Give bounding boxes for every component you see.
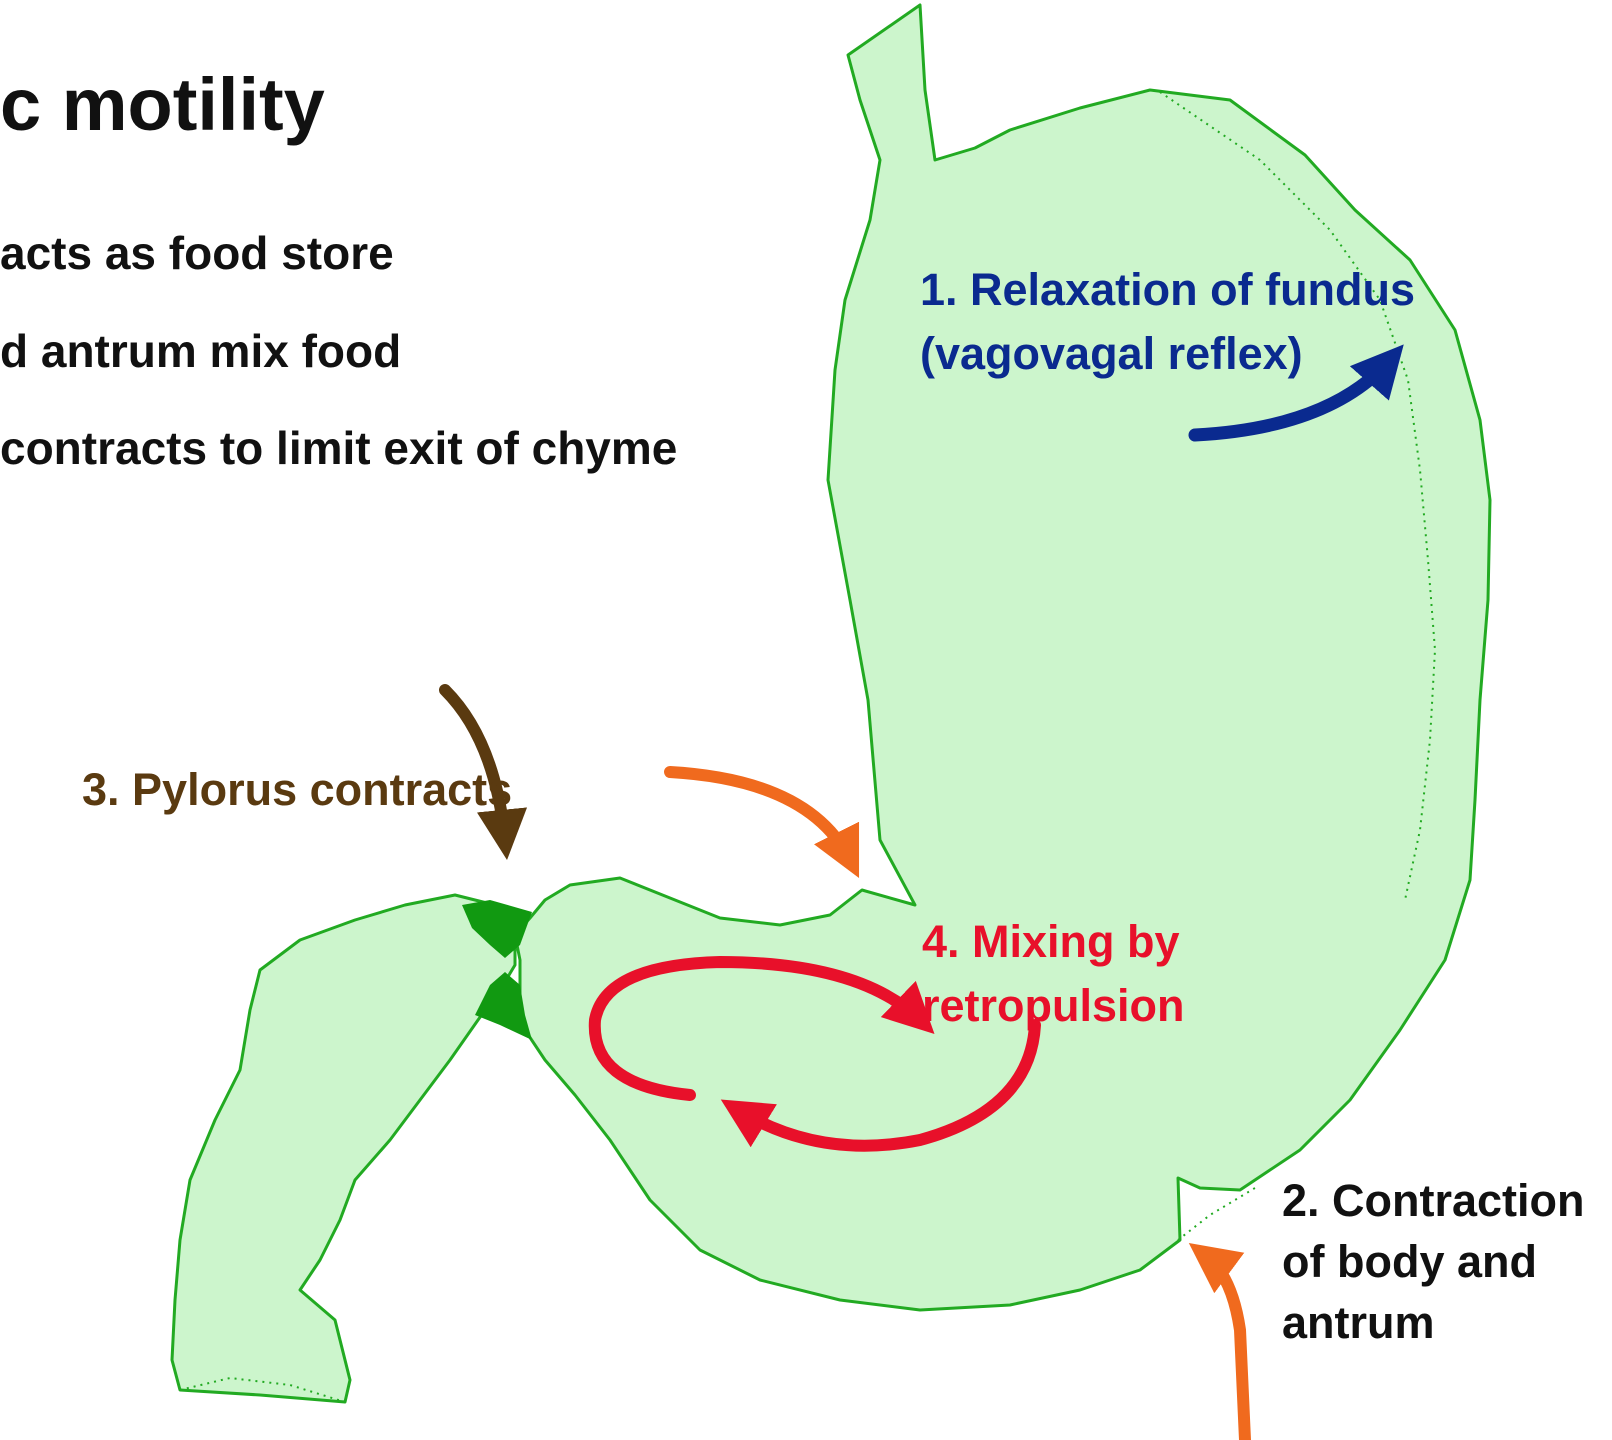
stomach-body	[515, 5, 1490, 1310]
label-contraction-line1: 2. Contraction	[1282, 1170, 1585, 1231]
antrum-contraction-arrow	[1205, 1255, 1245, 1440]
label-contraction-line2: of body and	[1282, 1231, 1585, 1292]
bullet-limit-chyme: contracts to limit exit of chyme	[0, 425, 677, 471]
label-body-antrum-contraction: 2. Contraction of body and antrum	[1282, 1170, 1585, 1354]
label-mixing-line1: 4. Mixing by	[922, 910, 1185, 974]
label-mixing-retropulsion: 4. Mixing by retropulsion	[922, 910, 1185, 1038]
bullet-mix-food: d antrum mix food	[0, 328, 401, 374]
label-pylorus-contracts: 3. Pylorus contracts	[82, 758, 512, 822]
label-contraction-line3: antrum	[1282, 1292, 1585, 1353]
duodenum	[172, 895, 515, 1402]
label-pylorus-line1: 3. Pylorus contracts	[82, 758, 512, 822]
antrum-dotted-contour	[1178, 1188, 1255, 1240]
label-mixing-line2: retropulsion	[922, 974, 1185, 1038]
label-fundus-line2: (vagovagal reflex)	[920, 322, 1415, 386]
slide-title: c motility	[0, 68, 325, 142]
bullet-food-store: acts as food store	[0, 230, 394, 276]
label-fundus-relaxation: 1. Relaxation of fundus (vagovagal refle…	[920, 258, 1415, 386]
label-fundus-line1: 1. Relaxation of fundus	[920, 258, 1415, 322]
body-contraction-arrow	[670, 772, 850, 860]
